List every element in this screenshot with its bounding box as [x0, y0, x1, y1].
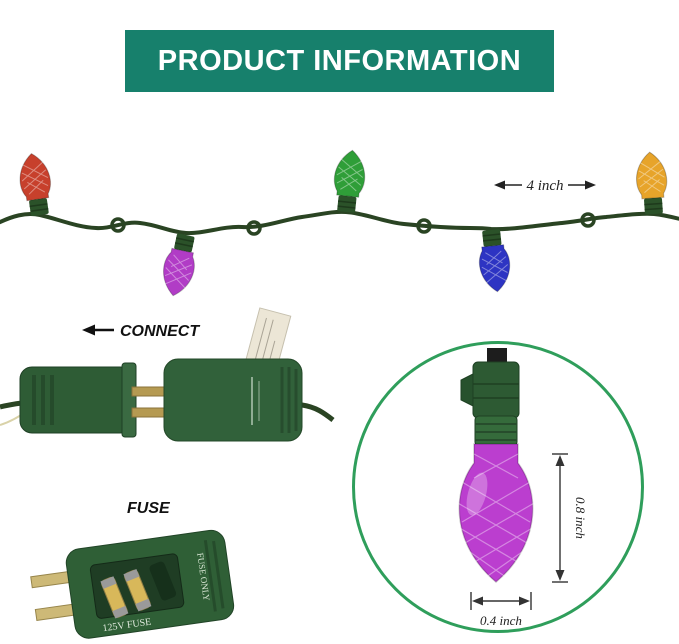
- female-plug: [19, 362, 137, 438]
- bulb-blue: [475, 227, 514, 294]
- fuses: [100, 561, 177, 619]
- right-cord: [301, 402, 335, 422]
- fuse-plug: FUSE ONLY 125V FUSE: [30, 529, 235, 639]
- male-plug: [163, 358, 303, 442]
- light-string-graphic: 4 inch: [0, 148, 679, 300]
- fuse-plug-graphic: FUSE FUSE ONLY 125V FUSE: [30, 500, 235, 639]
- bulb-red: [15, 150, 56, 218]
- bulb-green: [330, 148, 369, 215]
- left-cord: [0, 400, 23, 410]
- bulb-detail-circle: 0.8 inch 0.4 inch: [352, 341, 644, 633]
- wire-twists: [110, 212, 596, 236]
- width-dimension: 0.4 inch: [470, 592, 532, 628]
- height-label: 0.8 inch: [573, 497, 588, 539]
- connector-plugs-graphic: CONNECT: [0, 307, 335, 442]
- bulb-detail: [455, 443, 537, 583]
- connect-arrow-icon: [82, 324, 114, 336]
- bulb-detail-glass: [458, 443, 534, 583]
- spacing-annotation: 4 inch: [494, 178, 596, 194]
- bulb-orange: [633, 150, 670, 216]
- right-arrow-icon: [585, 180, 596, 190]
- height-dimension: 0.8 inch: [552, 453, 588, 583]
- clip-top: [487, 348, 507, 364]
- bulb-clip-socket: [460, 348, 520, 447]
- header-banner: PRODUCT INFORMATION: [125, 30, 554, 92]
- bulb-purple: [157, 231, 202, 300]
- page-title: PRODUCT INFORMATION: [157, 44, 522, 77]
- width-label: 0.4 inch: [480, 613, 522, 628]
- string-wire: [0, 209, 679, 236]
- fuse-label: FUSE: [127, 500, 171, 517]
- bulb-detail-graphic: 0.8 inch 0.4 inch: [455, 348, 588, 628]
- plug-blade-bottom: [34, 603, 78, 621]
- connect-label: CONNECT: [120, 323, 200, 340]
- left-arrow-icon: [494, 180, 505, 190]
- plug-blade-top: [30, 570, 73, 589]
- plug-pins: [131, 386, 167, 418]
- spacing-label: 4 inch: [526, 178, 563, 194]
